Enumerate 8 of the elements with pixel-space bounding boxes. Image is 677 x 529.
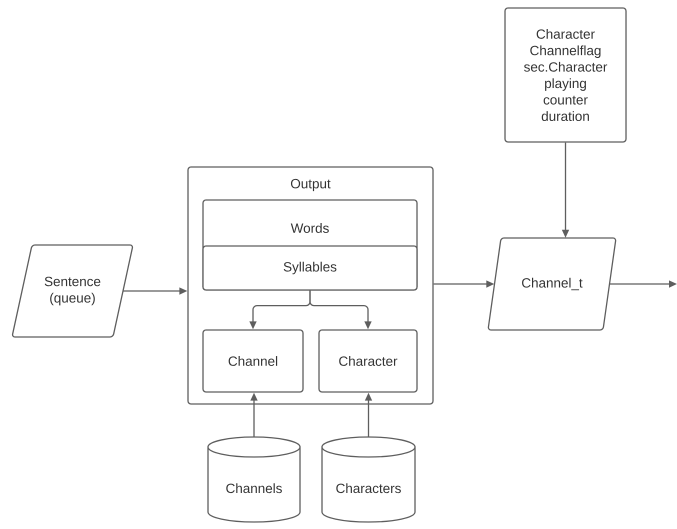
- process-box: Character: [318, 329, 418, 393]
- process-box: Syllables: [202, 245, 418, 291]
- database-cylinder: Channels: [207, 436, 301, 523]
- data-parallelogram: Sentence (queue): [12, 244, 134, 338]
- process-box: Character Channelflag sec.Character playing counter duration: [504, 7, 627, 143]
- data-parallelogram: Channel_t: [488, 237, 616, 331]
- database-cylinder: Characters: [321, 436, 416, 523]
- process-box: Channel: [202, 329, 304, 393]
